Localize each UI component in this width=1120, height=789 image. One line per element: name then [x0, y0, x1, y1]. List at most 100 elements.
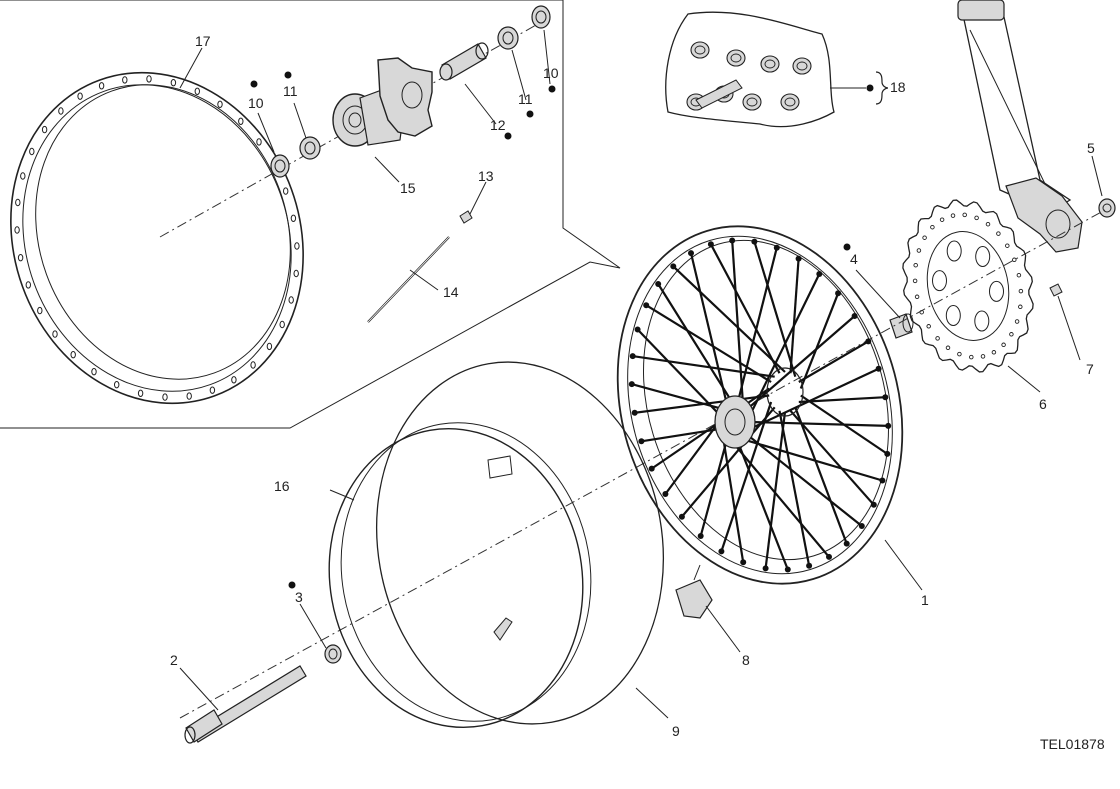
disc-vent-hole	[912, 278, 918, 284]
rim-spoke-hole	[98, 82, 105, 90]
rim-spoke-hole	[231, 376, 237, 384]
wheel-spoke-nipple	[885, 422, 892, 429]
wheel-spoke	[742, 438, 883, 482]
rim-spoke-hole	[162, 393, 168, 401]
rim-spoke-hole	[114, 381, 120, 389]
disc-vent-hole	[1018, 288, 1024, 294]
callout-2: 2	[170, 652, 178, 668]
rim-spoke-hole	[294, 242, 300, 250]
disc-vent-hole	[1016, 272, 1022, 278]
fork-leg	[957, 0, 1083, 253]
rim-spoke-hole	[256, 138, 262, 146]
rim-spoke-hole	[91, 368, 97, 376]
disc-vent-hole	[913, 262, 918, 268]
spoked-wheel	[616, 225, 904, 585]
wheel-spoke	[736, 441, 789, 570]
callout-6: 6	[1039, 396, 1047, 412]
rim-spoke-hole	[170, 79, 177, 87]
disc-vent-hole	[1009, 332, 1014, 337]
kit-ring	[780, 93, 800, 111]
wheel-spoke	[720, 401, 773, 552]
disc-vent-hole	[957, 351, 962, 357]
disc-vent-hole	[945, 345, 951, 351]
rim-part	[10, 71, 304, 405]
wheel-spoke	[789, 258, 800, 374]
wheel-spoke-nipple	[865, 338, 872, 345]
disc-vent-hole	[985, 221, 991, 227]
wheel-spoke	[709, 243, 781, 374]
disc-carrier-cutout	[989, 280, 1004, 302]
wheel-spoke	[731, 240, 745, 405]
kit-ring-bore	[796, 61, 808, 71]
spoke-part	[367, 236, 450, 323]
callout-1: 1	[921, 592, 929, 608]
rim-spoke-hole	[238, 117, 244, 126]
wheel-spoke-nipple	[826, 553, 832, 560]
rim-spoke-hole	[283, 187, 289, 195]
brake-disc	[902, 199, 1034, 373]
wheel-spoke-nipple	[835, 290, 842, 297]
callout-12: 12	[490, 117, 506, 133]
bearing-kit	[665, 11, 835, 128]
wheel-spoke	[731, 440, 830, 558]
drawing-code: TEL01878	[1040, 736, 1105, 752]
callout-7: 7	[1086, 361, 1094, 377]
wheel-spoke	[631, 383, 724, 411]
bearing-right	[531, 5, 551, 29]
kit-spacer-tube	[695, 79, 743, 109]
callout-5: 5	[1087, 140, 1095, 156]
spoke-nipple	[459, 210, 473, 224]
wheel-spoke	[800, 394, 888, 455]
disc-vent-hole	[969, 354, 974, 360]
disc-vent-hole	[914, 294, 920, 300]
wheel-spoke	[750, 420, 889, 427]
wheel-spoke-nipple	[806, 562, 813, 569]
rim-spoke-hole	[217, 100, 223, 109]
wheel-spoke	[753, 241, 797, 378]
seal-left	[299, 136, 321, 160]
wheel-spoke-nipple	[648, 465, 655, 472]
rim-spoke-hole	[77, 92, 83, 100]
callout-13: 13	[478, 168, 494, 184]
wheel-spoke	[746, 315, 856, 410]
callout-11-left: 11	[283, 83, 298, 99]
disc-vent-hole	[922, 235, 927, 240]
disc-screw	[1049, 283, 1063, 297]
wheel-spoke	[681, 406, 776, 518]
rim-spoke-hole	[290, 214, 297, 223]
wheel-spoke-nipple	[629, 353, 636, 360]
disc-vent-hole	[1014, 319, 1020, 324]
wheel-spoke-nipple	[655, 281, 662, 287]
rim-spoke-hole	[37, 306, 43, 315]
hub-part	[332, 57, 433, 147]
rim-spoke-hole	[250, 361, 256, 369]
wheel-spoke	[749, 367, 880, 430]
callout-18: 18	[890, 79, 906, 95]
wheel-spoke-nipple	[879, 477, 886, 484]
rim-spoke-hole	[122, 76, 128, 84]
wheel-spoke-nipple	[678, 513, 685, 520]
kit-ring	[760, 55, 780, 73]
wheel-spoke-nipple	[816, 271, 823, 277]
wheel-spoke	[764, 411, 787, 569]
rim-spoke-hole	[20, 172, 26, 180]
kit-ring	[690, 41, 710, 59]
wheel-spoke-nipple	[662, 491, 669, 497]
wheel-spoke-nipple	[688, 250, 694, 257]
kit-ring-bore	[730, 53, 742, 63]
wheel-spoke	[689, 252, 729, 405]
disc-vent-hole	[1018, 304, 1023, 310]
wheel-spoke	[721, 434, 745, 563]
wheel-spoke	[794, 406, 848, 544]
disc-carrier-cutout	[974, 310, 990, 332]
kit-ring	[792, 57, 812, 75]
wheel-spoke-nipple	[740, 559, 747, 566]
inner-tube	[328, 422, 592, 729]
callout-17: 16	[274, 478, 290, 494]
rim-spoke-hole	[209, 386, 216, 394]
wheel-spoke	[749, 273, 821, 416]
axle-nut	[1098, 198, 1116, 218]
detail-inset-frame	[0, 0, 621, 429]
rim-spoke-hole	[137, 389, 144, 397]
callout-9: 9	[672, 723, 680, 739]
